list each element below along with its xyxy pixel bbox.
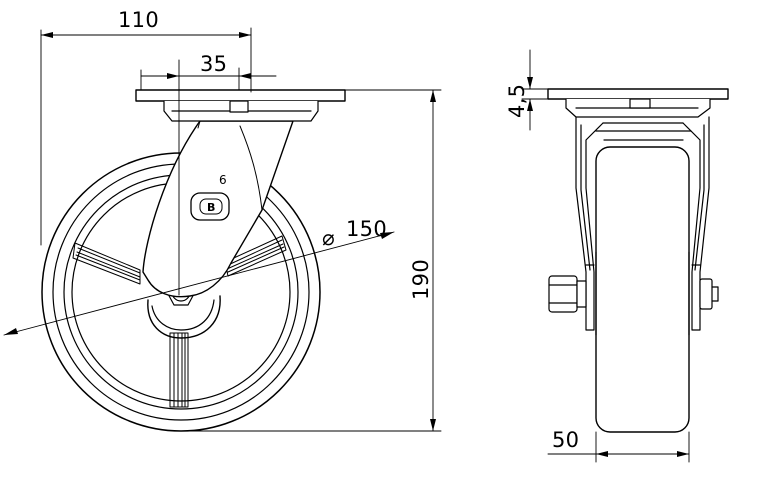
kingpin-nut <box>229 100 249 113</box>
diameter-line <box>3 231 395 336</box>
dim-190 <box>180 89 442 432</box>
front-top-plate <box>547 88 729 100</box>
dim-35-label: 35 <box>200 52 227 76</box>
dim-50 <box>547 431 690 463</box>
dim-4-5 <box>521 49 549 131</box>
front-view <box>547 88 729 433</box>
front-fork-left <box>575 116 604 331</box>
front-wheel <box>595 146 690 433</box>
front-axle-nut-left <box>548 275 578 313</box>
fork-number: 6 <box>219 173 227 187</box>
wheel-spokes <box>72 235 287 408</box>
front-fork-right <box>682 116 710 331</box>
dim-110 <box>40 27 252 93</box>
front-axle-nut-right <box>699 278 713 310</box>
brand-logo-badge <box>190 192 230 221</box>
front-kingpin-nut <box>629 98 651 109</box>
dim-150-label: 150 <box>346 217 387 241</box>
dim-190-label: 190 <box>409 259 433 300</box>
top-plate <box>135 89 346 102</box>
dim-4-5-label: 4,5 <box>505 84 529 118</box>
dim-50-label: 50 <box>552 428 579 452</box>
brand-logo-letter: B <box>207 201 215 214</box>
dim-110-label: 110 <box>118 8 159 32</box>
side-view: 6 B <box>3 29 395 432</box>
diameter-symbol: ⌀ <box>322 226 335 250</box>
fork-leg <box>142 120 294 298</box>
dim-35 <box>140 67 277 91</box>
